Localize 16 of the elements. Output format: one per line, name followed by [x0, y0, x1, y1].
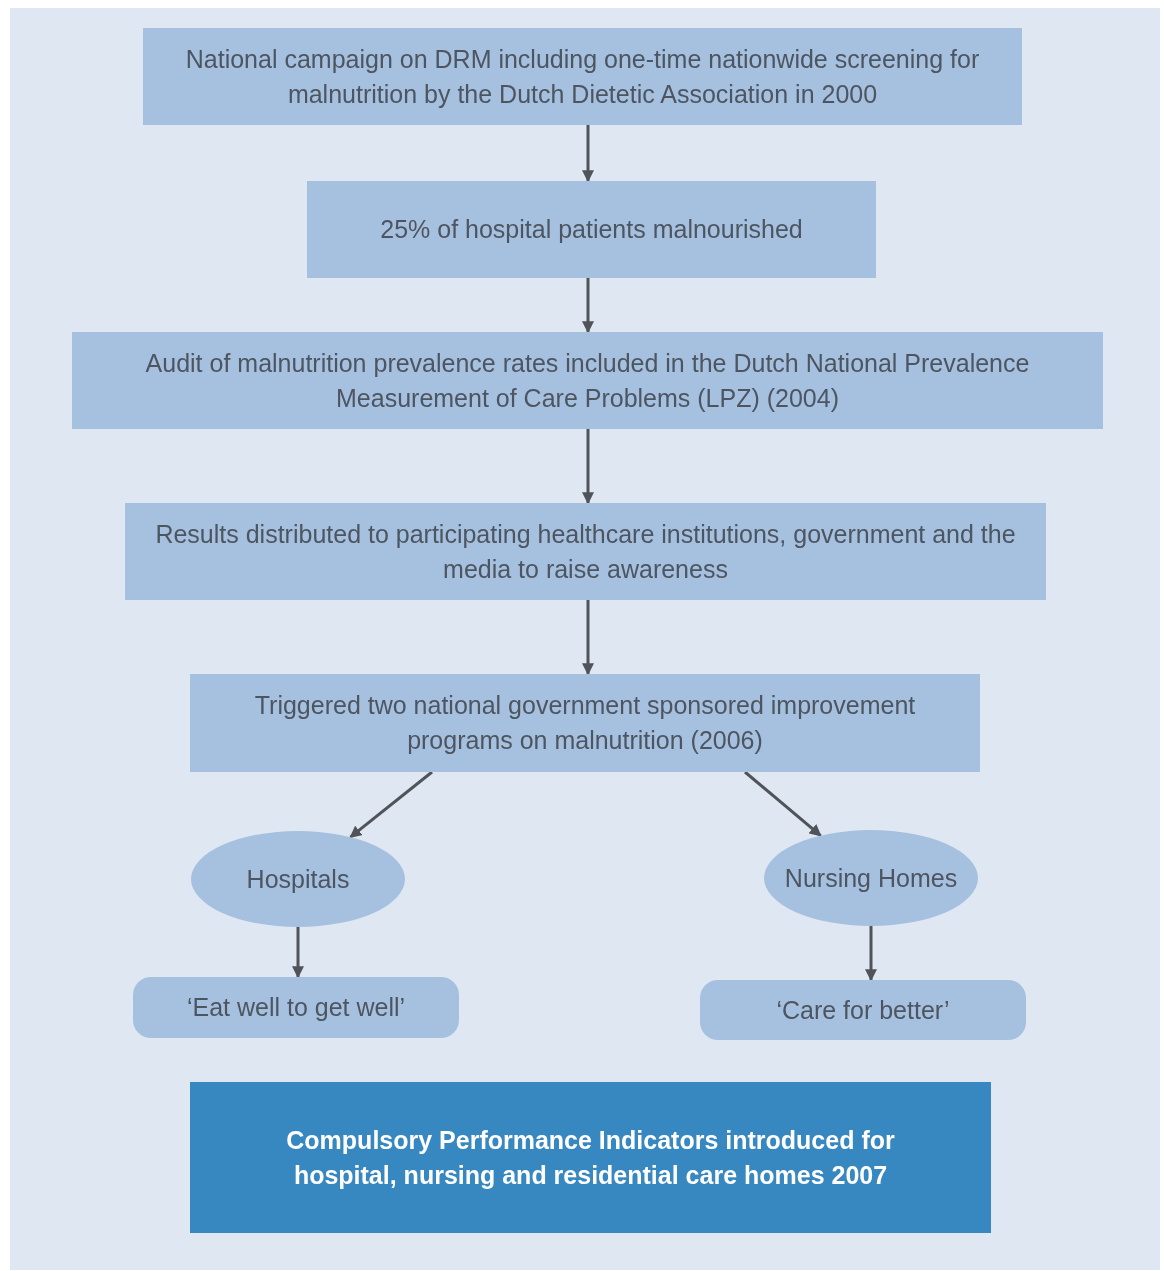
arrow [744, 770, 822, 837]
process-box: National campaign on DRM including one-time nationwide screening for malnutrition by the Dutch Dietetic Association in 2000 [143, 28, 1022, 125]
arrow [582, 600, 594, 676]
arrow [582, 278, 594, 334]
process-box: Results distributed to participating healthcare institutions, government and the media to raise awareness [125, 503, 1046, 600]
rounded-box: ‘Eat well to get well’ [133, 977, 459, 1038]
arrow [865, 926, 877, 982]
arrow [292, 927, 304, 979]
process-box: 25% of hospital patients malnourished [307, 181, 876, 278]
highlight-box: Compulsory Performance Indicators introduced for hospital, nursing and residential care homes 2007 [190, 1082, 991, 1233]
arrow [349, 770, 433, 839]
process-box: Triggered two national government sponsored improvement programs on malnutrition (2006) [190, 674, 980, 772]
arrow [582, 429, 594, 505]
arrow [582, 125, 594, 183]
rounded-box: ‘Care for better’ [700, 980, 1026, 1040]
process-box: Audit of malnutrition prevalence rates included in the Dutch National Prevalence Measurement of Care Problems (LPZ) (2004) [72, 332, 1103, 429]
